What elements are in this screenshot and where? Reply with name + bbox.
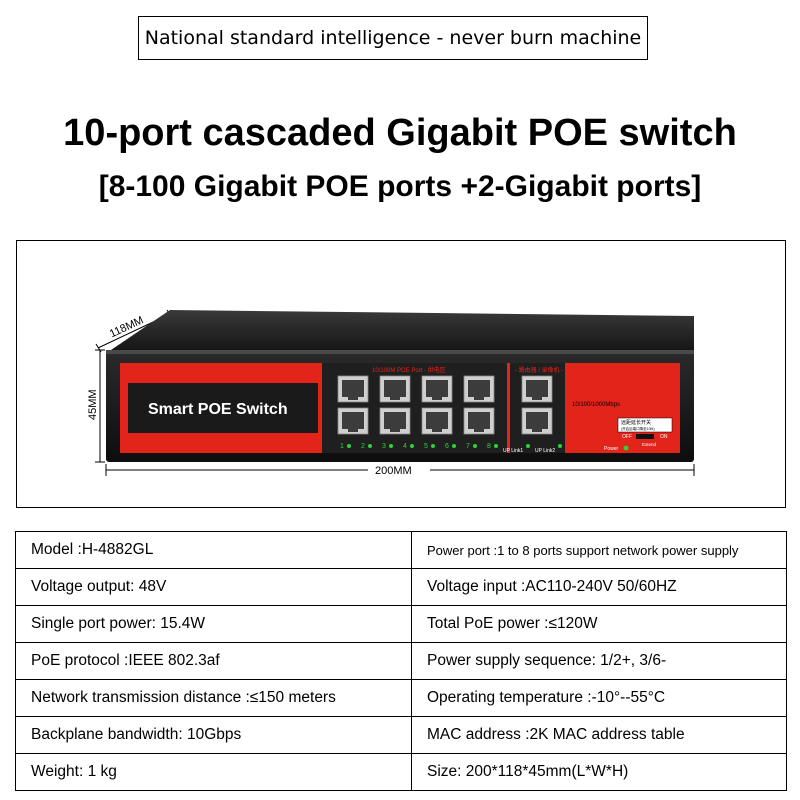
poe-port-bottom: [463, 407, 495, 435]
port-number: 7: [466, 443, 470, 450]
spec-cell: Network transmission distance :≤150 mete…: [15, 679, 412, 717]
port-number: 3: [382, 443, 386, 450]
port-led: [452, 444, 456, 448]
port-led: [410, 444, 414, 448]
poe-port-top: [463, 375, 495, 403]
page-subtitle: [8-100 Gigabit POE ports +2-Gigabit port…: [98, 170, 702, 203]
port-led: [473, 444, 477, 448]
spec-cell: Operating temperature :-10°--55°C: [411, 679, 787, 717]
port-led: [431, 444, 435, 448]
tagline-box: National standard intelligence - never b…: [138, 16, 648, 60]
spec-cell: Weight: 1 kg: [15, 753, 412, 791]
port-led: [389, 444, 393, 448]
height-label: 45MM: [87, 389, 99, 420]
poe-port-bottom: [337, 407, 369, 435]
brand-label: Smart POE Switch: [148, 401, 288, 418]
rj45-ports: [337, 375, 553, 435]
port-number: 5: [424, 443, 428, 450]
uplink2-label: UP Link2: [535, 448, 555, 454]
tagline: National standard intelligence - never b…: [144, 27, 642, 49]
uplink-header: - 路由器 / 录像机 -: [515, 366, 563, 374]
uplink-port: [521, 407, 553, 435]
power-led: [623, 445, 629, 451]
table-row: Weight: 1 kg Size: 200*118*45mm(L*W*H): [15, 753, 787, 791]
on-label: ON: [660, 434, 668, 440]
table-row: Voltage output: 48V Voltage input :AC110…: [15, 568, 787, 606]
port-led: [494, 444, 498, 448]
spec-cell: Single port power: 15.4W: [15, 605, 412, 643]
table-row: Model :H-4882GL Power port :1 to 8 ports…: [15, 531, 787, 569]
spec-cell: Backplane bandwidth: 10Gbps: [15, 716, 412, 754]
poe-port-top: [337, 375, 369, 403]
power-label: Power: [604, 446, 619, 452]
speed-label: 10/100/1000Mbps: [572, 402, 620, 408]
extend-word: Extend: [642, 442, 657, 447]
uplink-port: [521, 375, 553, 403]
extend-toggle[interactable]: [636, 434, 654, 439]
table-row: Single port power: 15.4W Total PoE power…: [15, 605, 787, 643]
table-row: PoE protocol :IEEE 802.3af Power supply …: [15, 642, 787, 680]
poe-port-bottom: [379, 407, 411, 435]
uplink-led: [526, 444, 530, 448]
uplink-led: [558, 444, 562, 448]
poe-port-header: 10/100M POE Port - 供电区: [372, 366, 446, 374]
spec-cell: Power supply sequence: 1/2+, 3/6-: [411, 642, 787, 680]
spec-table: Model :H-4882GL Power port :1 to 8 ports…: [15, 531, 787, 791]
spec-cell: Voltage input :AC110-240V 50/60HZ: [411, 568, 787, 606]
spec-cell: PoE protocol :IEEE 802.3af: [15, 642, 412, 680]
port-number: 6: [445, 443, 449, 450]
spec-cell: MAC address :2K MAC address table: [411, 716, 787, 754]
table-row: Backplane bandwidth: 10Gbps MAC address …: [15, 716, 787, 754]
poe-port-bottom: [421, 407, 453, 435]
port-number: 4: [403, 443, 407, 450]
product-image-frame: [16, 240, 786, 508]
extend-switch-sub: (开启后端口降至10M): [621, 426, 655, 431]
off-label: OFF: [622, 434, 632, 440]
table-row: Network transmission distance :≤150 mete…: [15, 679, 787, 717]
port-number: 8: [487, 443, 491, 450]
switch-illustration: 118MM 45MM 200MM Smart POE Switch 10/100…: [87, 309, 695, 477]
uplink1-label: UP Link1: [503, 448, 523, 454]
poe-port-top: [421, 375, 453, 403]
page-title: 10-port cascaded Gigabit POE switch: [63, 112, 737, 154]
spec-cell: Total PoE power :≤120W: [411, 605, 787, 643]
spec-cell: Power port :1 to 8 ports support network…: [411, 531, 787, 569]
port-led: [368, 444, 372, 448]
height-dimension: 45MM: [87, 349, 105, 463]
spec-cell: Size: 200*118*45mm(L*W*H): [411, 753, 787, 791]
port-led: [347, 444, 351, 448]
spec-cell: Voltage output: 48V: [15, 568, 412, 606]
width-dimension: 200MM: [105, 463, 695, 477]
port-number: 2: [361, 443, 365, 450]
poe-port-top: [379, 375, 411, 403]
port-number: 1: [340, 443, 344, 450]
extend-switch-label: 远距延长开关: [621, 419, 651, 426]
port-numbers: 1 2 3 4 5 6 7 8: [340, 443, 562, 450]
width-label: 200MM: [375, 465, 412, 477]
spec-cell: Model :H-4882GL: [15, 531, 412, 569]
